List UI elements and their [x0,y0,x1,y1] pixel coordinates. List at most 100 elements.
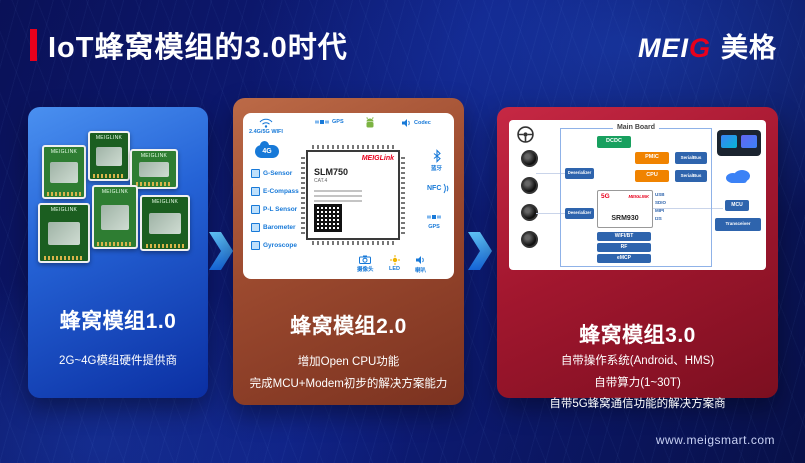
wifi-icon [259,118,273,128]
module-thumbnail: MEIGLINK [88,131,130,181]
chip-pins [401,156,405,234]
module-thumbnail: MEIGLINK [92,185,138,249]
module-shield [139,161,169,177]
5g-label: 5G [601,193,610,200]
dcdc-block: DCDC [597,136,631,148]
codec-speaker-icon [402,119,410,127]
codec-item: Codec [401,118,431,128]
mainboard-title: Main Board [612,124,660,131]
module-thumbnail: MEIGLINK [140,195,190,251]
emcp-block: eMCP [597,254,651,263]
chip-pins [301,156,305,234]
module-thumbnail: MEIGLINK [38,203,90,263]
card2-desc-line: 增加Open CPU功能 [297,356,400,368]
camera-lens-icon [521,150,538,167]
transceiver-block: Transceiver [715,218,761,231]
card-module-3-0: Main Board Deserializer Deserializer DCD… [497,107,778,410]
wifi-item: 2.4G/5G WIFI [249,118,283,135]
led-item: LED [389,255,400,272]
card1-desc-line: 2G~4G模组硬件提供商 [59,355,177,367]
led-label: LED [389,266,400,272]
camera-item: 摄像头 [357,255,374,273]
rf-block: RF [597,243,651,252]
sensor-item: E-Compass [251,187,299,196]
page-title: IoT蜂窝模组的3.0时代 [48,32,348,64]
card2-title: 蜂窝模组2.0 [290,315,407,338]
module-brand-label: MEIGLINK [140,153,168,159]
module-brand-label: MEIGLINK [50,207,78,213]
slm750-diagram-panel: 2.4G/5G WIFI 4G GPS Codec 蓝牙 NFC [243,113,454,279]
led-icon [389,255,400,265]
module-brand-label: MEIGLINK [95,135,123,141]
4g-label: 4G [262,148,272,155]
sensor-item: Barometer [251,223,296,232]
logo-text-g: G [688,33,711,63]
module-pins [97,242,133,246]
sensor-chip-icon [251,223,260,232]
speaker-icon [416,256,424,264]
gps-label: GPS [428,224,440,230]
sensor-chip-icon [251,169,260,178]
sensor-chip-icon [251,187,260,196]
bus-label: I2S [655,216,662,221]
camera-icon [359,255,372,264]
module-shield [50,162,78,183]
serialbus-block: SerialBus [675,152,707,164]
camera-lens-icon [521,231,538,248]
connector-line [536,213,565,214]
4g-cloud-badge: 4G [255,141,279,158]
module-thumbnail: MEIGLINK [130,149,178,189]
speaker-item: 喇叭 [415,255,426,274]
cpu-block: CPU [635,170,669,182]
chip-pins [312,241,394,245]
card3-title: 蜂窝模组3.0 [579,324,696,347]
header: IoT蜂窝模组的3.0时代 [30,24,348,66]
module-brand-label: MEIGLINK [50,149,78,155]
nfc-waves-icon [443,183,449,194]
satellite-icon [315,120,329,124]
gps-item-right: GPS [427,211,441,230]
mainboard-outline: Main Board [560,124,712,267]
chip-model-sub-label: CAT.4 [314,178,328,184]
bluetooth-icon [433,149,441,163]
card3-desc-line: 自带5G蜂窝通信功能的解决方案商 [549,398,726,411]
steering-wheel-icon [517,126,534,148]
connector-line [651,208,723,209]
sensor-label: Gyroscope [263,242,297,249]
card3-desc-line: 自带算力(1~30T) [594,376,681,389]
camera-lens-icon [521,177,538,194]
module-brand-label: MEIGLINK [151,199,179,205]
gps-label: GPS [332,119,344,125]
srm930-module-block: 5G MEIGLINK SRM930 [597,190,653,228]
arrow-right-icon [468,232,492,270]
sensor-chip-icon [251,241,260,250]
sensor-label: P-L Sensor [263,206,298,213]
deserializer-block: Deserializer [565,168,594,179]
module-thumbnail: MEIGLINK [42,145,86,199]
sensor-item: P-L Sensor [251,205,297,214]
mainboard-diagram-panel: Main Board Deserializer Deserializer DCD… [509,120,766,270]
card1-title: 蜂窝模组1.0 [59,310,177,333]
card2-desc-line: 完成MCU+Modem初步的解决方案能力 [249,377,448,390]
sensor-item: G-Sensor [251,169,292,178]
srm-brand-label: MEIGLINK [628,194,649,199]
connector-line [536,173,565,174]
card3-description: 自带操作系统(Android、HMS) 自带算力(1~30T) 自带5G蜂窝通信… [501,353,774,418]
bus-label: SDIO [655,200,667,205]
card-module-2-0: 2.4G/5G WIFI 4G GPS Codec 蓝牙 NFC [233,98,464,405]
camera-label: 摄像头 [357,267,374,273]
title-accent-bar [30,29,37,61]
logo-text-mei: MEI [637,33,689,63]
module-brand-label: MEIGLINK [101,189,129,195]
card2-description: 增加Open CPU功能 完成MCU+Modem初步的解决方案能力 [237,354,460,397]
card3-desc-line: 自带操作系统(Android、HMS) [560,355,715,367]
wifi-label: 2.4G/5G WIFI [249,129,283,135]
module-shield [149,212,181,235]
chip-pins [312,145,394,149]
slm750-module-chip: MEIGLink SLM750 CAT.4 [301,145,405,245]
satellite-icon [427,215,441,219]
module-shield [100,205,130,231]
pmic-block: PMIC [635,152,669,164]
